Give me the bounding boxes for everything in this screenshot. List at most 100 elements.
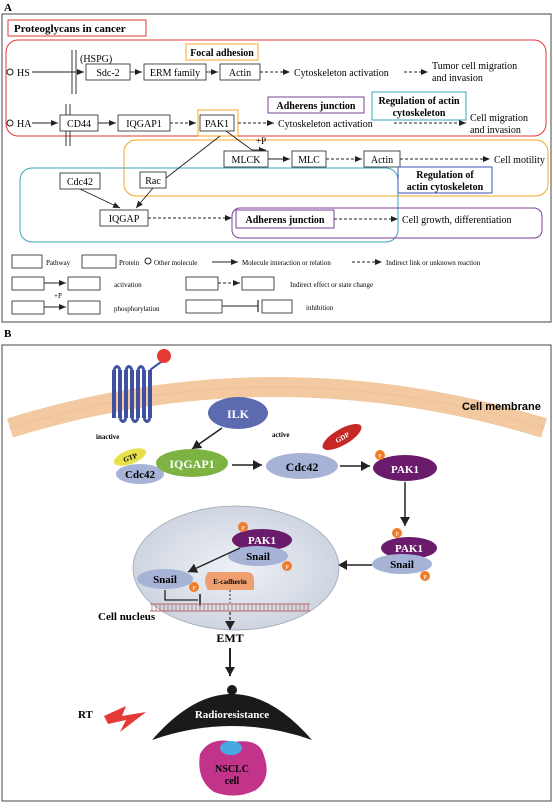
ha-molecule-icon xyxy=(6,119,14,127)
gtp-node xyxy=(113,448,147,466)
p-badge-label: P xyxy=(395,532,399,538)
iqgap1-label: IQGAP1 xyxy=(126,119,162,130)
legend-interaction: Molecule interaction or relation xyxy=(242,259,331,267)
legend-other: Other molecule xyxy=(154,259,197,267)
legend-inh-left xyxy=(185,299,223,314)
p-badge xyxy=(392,528,402,538)
legend-inhibition: inhibition xyxy=(306,304,334,312)
pak1-box xyxy=(199,114,235,132)
legend: Pathway Protein Other molecule Molecule … xyxy=(11,254,481,315)
legend-other-icon xyxy=(144,257,152,265)
legend-plusp: +P xyxy=(54,292,62,300)
legend-state: Indirect effect or state change xyxy=(290,281,373,289)
cdc42-inactive-node xyxy=(116,464,164,484)
cd44-label: CD44 xyxy=(67,119,91,130)
gdp-node xyxy=(322,424,362,450)
complex-snail-arrow xyxy=(187,547,241,573)
receptor-icon xyxy=(112,349,171,423)
focal-adhesion-label: Focal adhesion xyxy=(190,48,254,59)
panel-b-letter: B xyxy=(4,328,12,340)
adherens1-box xyxy=(267,96,365,114)
legend-inh-right xyxy=(261,299,293,314)
legend-phos-left xyxy=(11,300,45,315)
legend-phos: phosphorylation xyxy=(114,305,160,313)
legend-phos-right xyxy=(67,300,101,315)
iqgap-label: IQGAP xyxy=(109,214,140,225)
rac-pak1-line xyxy=(165,135,221,179)
hspg-label: (HSPG) xyxy=(80,54,112,65)
out1-line2: and invasion xyxy=(432,73,483,84)
legend-state-left xyxy=(185,276,219,291)
dna-strand xyxy=(150,603,310,612)
out1-line1: Tumor cell migration xyxy=(432,61,517,72)
reg1-line1: Regulation of actin xyxy=(378,96,460,107)
dome-knob xyxy=(227,685,237,695)
panel-a-title: Proteoglycans in cancer xyxy=(14,23,126,35)
growth-label: Cell growth, differentiation xyxy=(402,215,512,226)
nsclc-line1: NSCLC xyxy=(215,764,249,775)
out2-line1: Cell migration xyxy=(470,113,528,124)
active-label: active xyxy=(272,431,290,439)
mlc-label: MLC xyxy=(298,155,320,166)
snail-n-label: Snail xyxy=(246,551,270,563)
ilk-node xyxy=(208,397,268,429)
snail-node-b xyxy=(372,554,432,574)
rac-label: Rac xyxy=(145,176,161,187)
pak1-node-b xyxy=(381,537,437,559)
motility-label: Cell motility xyxy=(494,155,545,166)
reg1-line2: cytoskeleton xyxy=(393,108,446,119)
radiation-bolt-icon xyxy=(104,706,146,732)
focal-adhesion-box xyxy=(185,43,259,61)
snail-free-label: Snail xyxy=(153,574,177,586)
ecad-label: E-cadherin xyxy=(213,578,247,586)
membrane-texture xyxy=(9,386,545,429)
nucleus-label: Cell nucleus xyxy=(98,611,156,623)
pak1-label: PAK1 xyxy=(205,119,229,130)
p-badge-label: P xyxy=(192,586,196,592)
p-badge xyxy=(282,561,292,571)
legend-pathway-swatch xyxy=(11,254,43,269)
cyto1-label: Cytoskeleton activation xyxy=(294,68,389,79)
radio-label: Radioresistance xyxy=(195,709,269,721)
cyto2-label: Cytoskeleton activation xyxy=(278,119,373,130)
out2-line2: and invasion xyxy=(470,125,521,136)
emt-label: EMT xyxy=(216,631,243,645)
p-badge xyxy=(375,450,385,460)
reg2-line1: Regulation of xyxy=(416,170,474,181)
p-badge xyxy=(238,522,248,532)
iqgap1-node xyxy=(156,449,228,477)
red-pathway-box xyxy=(5,39,547,137)
reg1-box xyxy=(371,91,467,121)
legend-pathway: Pathway xyxy=(46,259,71,267)
pak1-a-label: PAK1 xyxy=(391,464,419,476)
cdc42-inactive-label: Cdc42 xyxy=(125,469,155,481)
iqgap1-b-label: IQGAP1 xyxy=(169,457,214,471)
p-badge-label: P xyxy=(378,454,382,460)
legend-protein-swatch xyxy=(81,254,117,269)
teal-pathway-box xyxy=(19,167,399,243)
reg2-line2: actin cytoskeleton xyxy=(407,182,484,193)
rt-label: RT xyxy=(78,709,94,721)
panel-a: A Proteoglycans in cancer HS (HSPG) Sdc-… xyxy=(1,2,552,323)
p-badge-label: P xyxy=(285,565,289,571)
pak1-mlck-link xyxy=(225,130,253,151)
cdc42-iqgap-arrow xyxy=(79,188,121,209)
reg2-box xyxy=(397,166,493,194)
ligand-icon xyxy=(157,349,171,363)
cdc42-active-label: Cdc42 xyxy=(286,460,319,474)
cdc42-active-node xyxy=(266,453,338,479)
legend-state-right xyxy=(241,276,275,291)
snail-inhibit-line xyxy=(164,590,198,601)
membrane-label: Cell membrane xyxy=(462,401,541,413)
hs-label: HS xyxy=(17,68,30,79)
legend-act-left xyxy=(11,276,45,291)
sdc2-label: Sdc-2 xyxy=(96,68,119,79)
nsclc-nucleus xyxy=(220,741,242,755)
erm-label: ERM family xyxy=(150,68,200,79)
legend-indirect: Indirect link or unknown reaction xyxy=(386,259,481,267)
ilk-iqgap1-arrow xyxy=(191,427,223,450)
snail-b-label: Snail xyxy=(390,559,414,571)
p-badge-label: P xyxy=(423,575,427,581)
inactive-label: inactive xyxy=(96,433,119,441)
